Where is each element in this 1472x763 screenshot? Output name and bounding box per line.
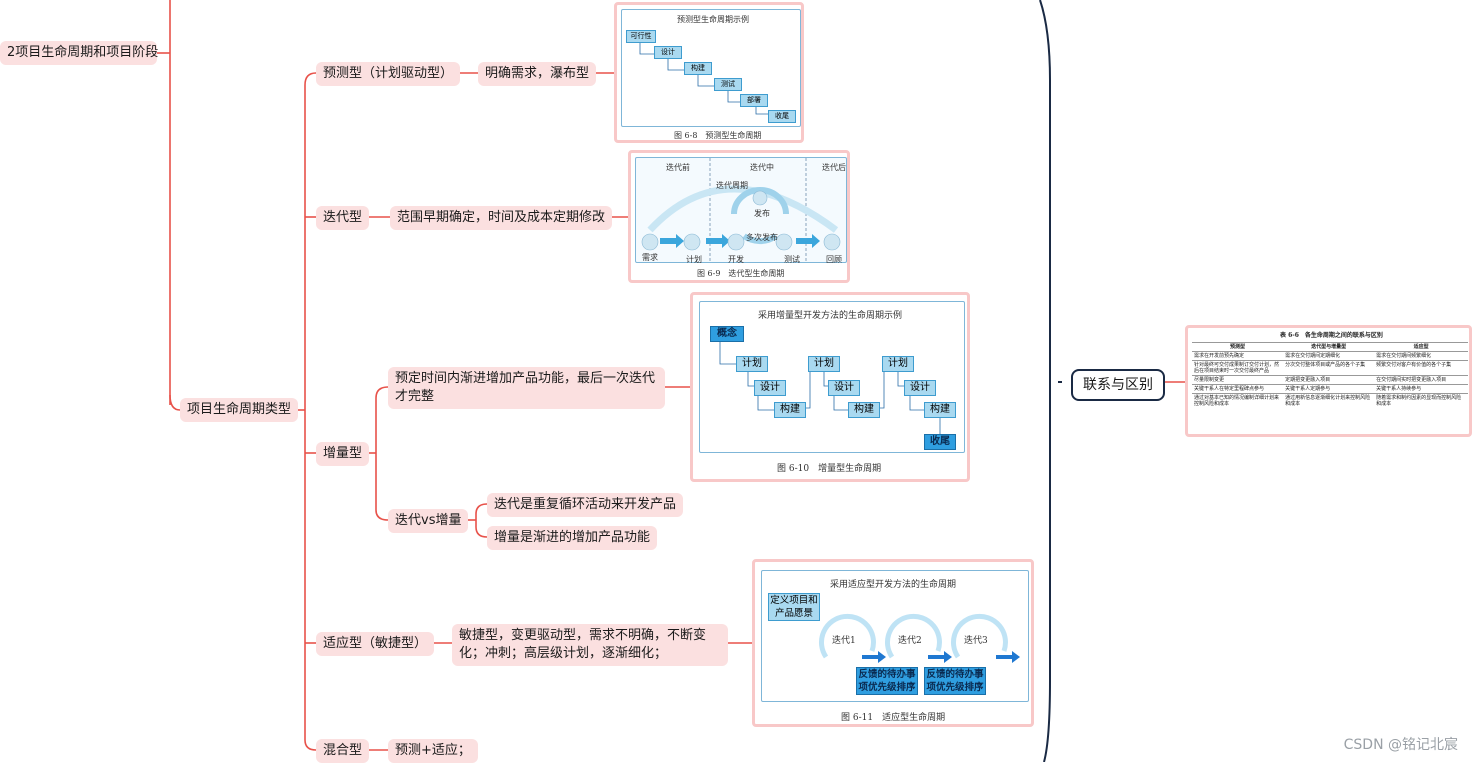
fig11-define: 定义项目和产品愿景 [768, 593, 820, 621]
table-cell: 通过对基本已知的情况编制详细计划来控制风险和成本 [1192, 393, 1284, 408]
table-header: 迭代型与增量型 [1283, 342, 1375, 352]
table-title: 表 6-6 各生命周期之间的联系与区别 [1280, 332, 1383, 339]
node-lifecycle-types[interactable]: 项目生命周期类型 [180, 398, 299, 422]
table-cell: 定期把变更融入项目 [1283, 375, 1375, 385]
fig8-caption: 图 6-8 预测型生命周期 [674, 131, 762, 140]
table-cell: 尽量限制变更 [1192, 375, 1284, 385]
fig9-before: 迭代前 [666, 163, 690, 172]
fig8-step-build: 构建 [684, 62, 712, 75]
table-row: 通过对基本已知的情况编制详细计划来控制风险和成本 通过用新信息逐渐细化计划来控制… [1192, 393, 1468, 408]
node-iterative[interactable]: 迭代型 [316, 206, 370, 230]
fig9-after: 迭代后 [822, 163, 846, 172]
node-iter-vs-inc-iterative[interactable]: 迭代是重复循环活动来开发产品 [487, 493, 684, 517]
node-iter-vs-inc-incremental[interactable]: 增量是渐进的增加产品功能 [487, 526, 658, 550]
fig9-dev: 开发 [728, 255, 744, 264]
fig8-arrows [639, 42, 768, 115]
fig8-step-test: 测试 [714, 78, 742, 91]
watermark: CSDN @铭记北宸 [1343, 737, 1458, 753]
figure-predictive[interactable]: 预测型生命周期示例 可行性 设计 构建 测试 部署 收尾 图 6-8 预测型生命… [614, 2, 804, 143]
fig9-cycle [641, 158, 841, 262]
fig9-plan: 计划 [686, 255, 702, 264]
table-cell: 频繁交付对客户有价值的各个子集 [1374, 360, 1468, 376]
table-cell: 分次交付整体项目或产品的各个子集 [1283, 360, 1375, 376]
fig10-design-1: 设计 [754, 380, 786, 396]
table-cell: 随着需求和制约因素的显现而控制风险和成本 [1374, 393, 1468, 408]
fig9-req: 需求 [642, 253, 658, 262]
table-cell: 需求在开发前预先确定 [1192, 351, 1284, 361]
fig11-backlog-1: 反馈的待办事项优先级排序 [856, 667, 918, 695]
table-cell: 针对最终可交付成果制订交付计划，然后在项目结束时一次交付最终产品 [1192, 360, 1284, 376]
fig10-build-2: 构建 [848, 402, 880, 418]
node-adaptive-desc[interactable]: 敏捷型，变更驱动型，需求不明确，不断变化；冲刺；高层级计划，逐渐细化； [452, 624, 728, 666]
node-iter-vs-inc[interactable]: 迭代vs增量 [388, 509, 469, 533]
fig11-it1: 迭代1 [832, 636, 856, 646]
table-cell: 关键干系人在特定里程碑点参与 [1192, 384, 1284, 394]
table-row: 关键干系人在特定里程碑点参与 关键干系人定期参与 关键干系人持续参与 [1192, 384, 1468, 394]
fig10-build-3: 构建 [924, 402, 956, 418]
figure-iterative[interactable]: 迭代前 迭代中 迭代后 迭代周期 发布 多次发布 需求 计划 开发 测试 回顾 … [628, 150, 850, 283]
table-row: 针对最终可交付成果制订交付计划，然后在项目结束时一次交付最终产品 分次交付整体项… [1192, 360, 1468, 376]
fig9-caption: 图 6-9 迭代型生命周期 [697, 269, 785, 278]
fig9-test: 测试 [784, 255, 800, 264]
fig11-backlog-2: 反馈的待办事项优先级排序 [924, 667, 986, 695]
node-incremental[interactable]: 增量型 [316, 442, 370, 466]
figure-adaptive[interactable]: 采用适应型开发方法的生命周期 定义项目和产品愿景 迭代1 迭代2 迭代3 反馈的… [752, 559, 1034, 727]
fig9-multi-release: 多次发布 [746, 233, 778, 242]
node-hybrid[interactable]: 混合型 [316, 739, 370, 763]
table-header: 适应型 [1374, 342, 1468, 352]
comparison-table: 预测型 迭代型与增量型 适应型 需求在开发前预先确定 需求在交付期间定期细化 需… [1192, 342, 1468, 408]
table-cell: 在交付期间实时把变更融入项目 [1374, 375, 1468, 385]
node-predictive[interactable]: 预测型（计划驱动型） [316, 62, 461, 86]
figure-incremental[interactable]: 采用增量型开发方法的生命周期示例 概念 计划 设计 构建 计划 设计 构建 计划… [690, 292, 970, 482]
fig10-title: 采用增量型开发方法的生命周期示例 [758, 311, 903, 321]
fig10-concept: 概念 [710, 326, 744, 342]
fig10-arrows [719, 340, 941, 434]
node-predictive-desc[interactable]: 明确需求，瀑布型 [478, 62, 597, 86]
fig11-iterations [819, 613, 1020, 663]
fig9-during: 迭代中 [750, 163, 774, 172]
node-iterative-desc[interactable]: 范围早期确定，时间及成本定期修改 [390, 206, 613, 230]
fig11-it2: 迭代2 [898, 636, 922, 646]
fig9-cycle-label: 迭代周期 [716, 181, 748, 190]
fig10-close: 收尾 [924, 434, 956, 450]
table-cell: 需求在交付期间频繁细化 [1374, 351, 1468, 361]
node-relation[interactable]: 联系与区别 [1071, 369, 1165, 401]
fig9-review: 回顾 [826, 255, 842, 264]
fig10-build-1: 构建 [774, 402, 806, 418]
fig11-caption: 图 6-11 适应型生命周期 [841, 713, 946, 723]
table-row: 尽量限制变更 定期把变更融入项目 在交付期间实时把变更融入项目 [1192, 375, 1468, 385]
fig8-step-feasibility: 可行性 [626, 30, 656, 43]
fig10-caption: 图 6-10 增量型生命周期 [777, 464, 882, 474]
fig8-step-deploy: 部署 [740, 94, 768, 107]
node-adaptive[interactable]: 适应型（敏捷型） [316, 632, 435, 656]
table-cell: 关键干系人持续参与 [1374, 384, 1468, 394]
table-row: 需求在开发前预先确定 需求在交付期间定期细化 需求在交付期间频繁细化 [1192, 351, 1468, 361]
fig10-design-2: 设计 [828, 380, 860, 396]
node-project-stage[interactable]: 2项目生命周期和项目阶段 [0, 41, 158, 65]
fig8-step-close: 收尾 [768, 110, 796, 123]
fig10-plan-1: 计划 [736, 356, 768, 372]
fig10-design-3: 设计 [904, 380, 936, 396]
node-incremental-desc[interactable]: 预定时间内渐进增加产品功能，最后一次迭代才完整 [388, 367, 665, 409]
fig8-step-design: 设计 [654, 46, 682, 59]
fig11-title: 采用适应型开发方法的生命周期 [830, 580, 957, 590]
fig11-it3: 迭代3 [964, 636, 988, 646]
table-comparison[interactable]: 表 6-6 各生命周期之间的联系与区别 预测型 迭代型与增量型 适应型 需求在开… [1185, 325, 1472, 437]
fig9-release: 发布 [754, 209, 770, 218]
fig10-plan-2: 计划 [808, 356, 840, 372]
table-cell: 通过用新信息逐渐细化计划来控制风险和成本 [1283, 393, 1375, 408]
table-header: 预测型 [1192, 342, 1284, 352]
fig10-plan-3: 计划 [882, 356, 914, 372]
table-cell: 需求在交付期间定期细化 [1283, 351, 1375, 361]
table-cell: 关键干系人定期参与 [1283, 384, 1375, 394]
fig8-title: 预测型生命周期示例 [677, 15, 749, 24]
node-hybrid-desc[interactable]: 预测+适应； [388, 739, 478, 763]
